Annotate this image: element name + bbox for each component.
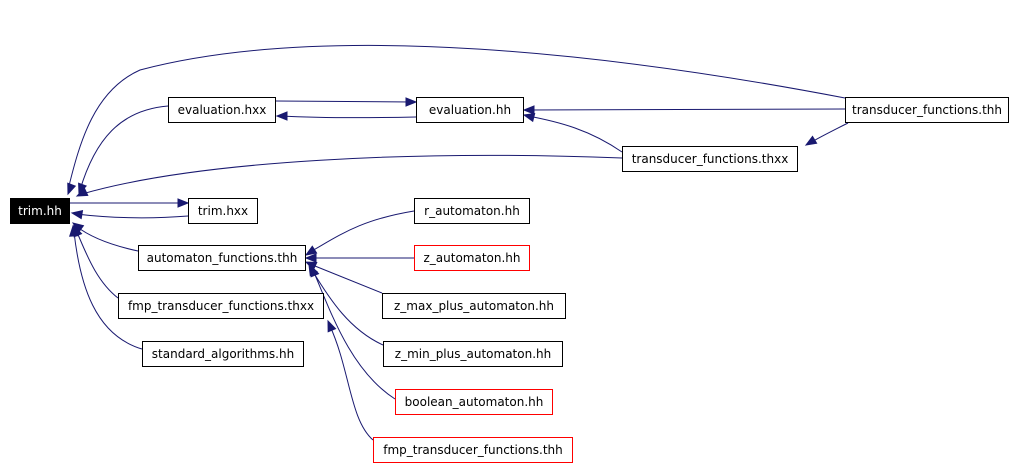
edge-standard-algorithms-hh-to-trim-hh-arrowhead [69, 224, 79, 237]
edge-transducer-functions-thxx-to-trim-hh-line [81, 154, 623, 195]
edge-transducer-functions-thh-to-trim-hh-arrowhead [67, 182, 77, 196]
edge-transducer-functions-thh-to-trim-hh [67, 44, 846, 196]
edge-fmp-transducer-functions-thh-to-fmp-transducer-functions-thxx-arrowhead [327, 319, 337, 333]
node-evaluation-hh[interactable]: evaluation.hh [416, 97, 524, 123]
edge-r-automaton-hh-to-automaton-functions-thh [304, 210, 415, 256]
node-z-max-plus-automaton-hh[interactable]: z_max_plus_automaton.hh [382, 293, 566, 319]
edge-trim-hh-to-trim-hxx-arrowhead [177, 198, 190, 208]
node-trim-hh[interactable]: trim.hh [10, 198, 70, 224]
edge-evaluation-hh-to-evaluation-hxx [275, 111, 417, 121]
node-z-automaton-hh[interactable]: z_automaton.hh [414, 245, 530, 271]
edge-boolean-automaton-hh-to-automaton-functions-thh-line [312, 269, 396, 400]
node-boolean-automaton-hh[interactable]: boolean_automaton.hh [395, 389, 553, 415]
edge-evaluation-hh-to-evaluation-hxx-arrowhead [275, 111, 288, 121]
edge-r-automaton-hh-to-automaton-functions-thh-arrowhead [304, 245, 318, 256]
edge-r-automaton-hh-to-automaton-functions-thh-line [309, 210, 415, 253]
edge-transducer-functions-thxx-to-evaluation-hh [522, 112, 623, 153]
edge-standard-algorithms-hh-to-trim-hh [69, 224, 143, 350]
edge-fmp-transducer-functions-thh-to-fmp-transducer-functions-thxx-line [329, 325, 374, 441]
edge-transducer-functions-thxx-to-evaluation-hh-line [527, 115, 623, 153]
edge-trim-hxx-to-trim-hh-arrowhead [70, 210, 84, 220]
edge-transducer-functions-thh-to-transducer-functions-thxx-arrowhead [804, 135, 818, 146]
edge-transducer-functions-thh-to-evaluation-hh-arrowhead [522, 105, 535, 115]
edge-z-automaton-hh-to-automaton-functions-thh [304, 253, 414, 263]
edge-transducer-functions-thxx-to-trim-hh-arrowhead [75, 187, 89, 197]
edge-evaluation-hxx-to-evaluation-hh-arrowhead [405, 97, 418, 107]
node-standard-algorithms-hh[interactable]: standard_algorithms.hh [142, 341, 304, 367]
edge-trim-hh-to-trim-hxx [70, 198, 190, 208]
edge-evaluation-hh-to-evaluation-hxx-line [279, 115, 417, 119]
edge-evaluation-hxx-to-trim-hh-line [79, 105, 169, 191]
node-transducer-functions-thxx[interactable]: transducer_functions.thxx [622, 146, 798, 172]
edge-transducer-functions-thxx-to-evaluation-hh-arrowhead [522, 112, 536, 123]
edge-z-max-plus-automaton-hh-to-automaton-functions-thh [304, 261, 383, 294]
edge-z-min-plus-automaton-hh-to-automaton-functions-thh-line [311, 269, 384, 346]
edge-boolean-automaton-hh-to-automaton-functions-thh [310, 264, 396, 400]
edge-evaluation-hxx-to-trim-hh [78, 105, 169, 196]
edge-fmp-transducer-functions-thxx-to-trim-hh [73, 224, 119, 299]
edge-evaluation-hxx-to-evaluation-hh-line [275, 100, 413, 103]
node-trim-hxx[interactable]: trim.hxx [188, 198, 258, 224]
node-transducer-functions-thh[interactable]: transducer_functions.thh [845, 97, 1009, 123]
edge-fmp-transducer-functions-thh-to-fmp-transducer-functions-thxx [327, 319, 374, 441]
edge-transducer-functions-thh-to-evaluation-hh-line [527, 108, 846, 111]
edge-z-automaton-hh-to-automaton-functions-thh-arrowhead [304, 253, 317, 263]
node-evaluation-hxx[interactable]: evaluation.hxx [168, 97, 276, 123]
edge-automaton-functions-thh-to-trim-hh-line [75, 225, 139, 252]
edge-transducer-functions-thxx-to-trim-hh [75, 154, 623, 197]
node-automaton-functions-thh[interactable]: automaton_functions.thh [138, 245, 306, 271]
edge-transducer-functions-thh-to-transducer-functions-thxx [804, 122, 849, 146]
edge-fmp-transducer-functions-thxx-to-trim-hh-line [75, 229, 119, 299]
edge-trim-hxx-to-trim-hh [70, 210, 189, 220]
edge-transducer-functions-thh-to-trim-hh-line [67, 44, 846, 191]
edge-evaluation-hxx-to-evaluation-hh [275, 97, 418, 107]
node-fmp-transducer-functions-thxx[interactable]: fmp_transducer_functions.thxx [118, 293, 324, 319]
edge-transducer-functions-thh-to-evaluation-hh [522, 105, 846, 115]
edge-trim-hxx-to-trim-hh-line [75, 213, 189, 219]
node-z-min-plus-automaton-hh[interactable]: z_min_plus_automaton.hh [383, 341, 563, 367]
node-r-automaton-hh[interactable]: r_automaton.hh [414, 198, 530, 224]
node-fmp-transducer-functions-thh[interactable]: fmp_transducer_functions.thh [373, 437, 573, 463]
edge-transducer-functions-thh-to-transducer-functions-thxx-line [809, 122, 849, 144]
edge-boolean-automaton-hh-to-automaton-functions-thh-arrowhead [310, 264, 320, 278]
edge-standard-algorithms-hh-to-trim-hh-line [73, 231, 143, 350]
